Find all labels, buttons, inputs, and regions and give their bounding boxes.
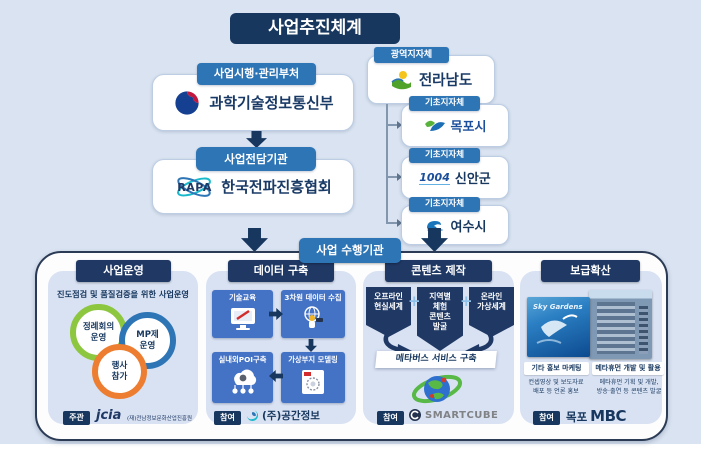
metahuman-label: 메타휴먼 개발 및 활용 [592, 362, 664, 375]
local-name-mokpo: 목포시 [450, 120, 487, 135]
promo-marketing-label: 기타 홍보 마케팅 [524, 362, 589, 375]
regional-name: 전라남도 [418, 73, 473, 89]
operation-subtitle: 진도점검 및 품질검증을 위한 사업운영 [57, 289, 189, 299]
tile-label: 3차원 데이터 수집 [284, 293, 342, 302]
column-content-header: 콘텐츠 제작 [385, 260, 492, 282]
document-map-icon [281, 368, 345, 396]
monitor-pencil-icon [212, 306, 273, 332]
regional-box: 전라남도 [367, 55, 495, 104]
mbc-org-prefix: 목포 [566, 410, 588, 424]
tile-label: 기술교육 [229, 293, 256, 302]
ministry-name: 과학기술정보통신부 [209, 94, 334, 112]
connector-line [386, 104, 388, 224]
sky-gardens-photo: Sky Gardens [527, 297, 590, 357]
smartcube-org-name: SMARTCUBE [425, 409, 499, 421]
jcia-logo: jcia [96, 408, 122, 423]
participate-badge: 참여 [214, 411, 241, 425]
column-operation-header: 사업운영 [76, 260, 171, 282]
tile-label: 가상부지 모델링 [288, 355, 338, 364]
local-label-yeosu: 기초지자체 [409, 197, 480, 212]
jcia-org-name: (재)전남정보문화산업진흥원 [127, 416, 193, 422]
tile-virtual-site-modeling: 가상부지 모델링 [281, 352, 345, 403]
connector-arrow-icon [386, 219, 402, 227]
building-side [639, 306, 648, 354]
cloud-network-icon [212, 368, 273, 396]
diver-bird-icon [536, 314, 578, 344]
agency-name: 한국전파진흥협회 [221, 178, 332, 196]
down-arrow-icon [241, 228, 268, 252]
tile-3d-data-collection: 3차원 데이터 수집 [281, 290, 345, 338]
column-data-header: 데이터 구축 [228, 260, 334, 282]
regional-label: 광역지자체 [374, 47, 449, 63]
jeonnam-emblem-icon [391, 70, 411, 89]
rapa-logo-text: RAPA [177, 180, 212, 194]
performer-label: 사업 수행기관 [299, 238, 401, 263]
tile-tech-education: 기술교육 [212, 290, 273, 338]
tile-poi-construction: 실내외POI구축 [212, 352, 273, 403]
metaverse-service-band: 메타버스 서비스 구축 [375, 351, 497, 368]
plus-icon: + [460, 292, 473, 310]
building-windows [597, 302, 635, 354]
globe-swoosh-icon [411, 374, 463, 404]
local-label-sinan: 기초지자체 [409, 148, 480, 163]
connector-arrow-icon [386, 121, 402, 129]
circle-event-join: 행사 참가 [92, 344, 147, 399]
sinan-1004-emblem: 1004 [419, 170, 450, 185]
mokpo-mbc-org: 목포 MBC [566, 407, 627, 425]
plus-icon: + [408, 292, 421, 310]
column-spread-header: 보급확산 [541, 260, 640, 282]
banner-local-content: 지역별 체험 콘텐츠 발굴 [417, 287, 463, 351]
tile-label: 실내외POI구축 [218, 355, 267, 364]
swirl-mark-icon [247, 410, 258, 421]
banner-offline-world: 오프라인 현실세계 [366, 287, 411, 337]
mbc-logo-text: MBC [590, 407, 627, 425]
agency-label: 사업전담기관 [196, 147, 316, 171]
local-label-mokpo: 기초지자체 [409, 96, 480, 111]
connector-arrow-icon [386, 173, 402, 181]
photo-caption: Sky Gardens [533, 303, 583, 311]
taegeuk-symbol-icon [175, 90, 200, 115]
host-badge: 주관 [63, 411, 90, 425]
rapa-atom-icon: RAPA [174, 173, 214, 201]
building-photo [589, 290, 652, 359]
local-box-sinan: 1004 신안군 [401, 156, 509, 199]
ministry-label: 사업시행·관리부처 [197, 63, 316, 85]
mokpo-emblem-icon [424, 120, 445, 131]
local-name-yeosu: 여수시 [450, 219, 487, 235]
smartcube-mark-icon [409, 409, 421, 421]
down-arrow-icon [246, 131, 267, 148]
gongkan-org-name: (주)공간정보 [262, 410, 320, 422]
participate-badge: 참여 [377, 411, 404, 425]
local-name-sinan: 신안군 [454, 172, 491, 187]
smartcube-org: SMARTCUBE [409, 409, 498, 421]
gongkan-org: (주)공간정보 [246, 408, 320, 423]
metahuman-desc: 메타휴먼 기획 및 개발, 방송·출연 등 콘텐츠 발굴 [596, 379, 662, 395]
surveyor-camera-icon [281, 306, 345, 332]
participate-badge: 참여 [533, 411, 560, 425]
banner-online-world: 온라인 가상세계 [469, 287, 514, 337]
promo-marketing-desc: 컨셉영상 및 보도자료 배포 등 언론 홍보 [528, 379, 584, 395]
page-title: 사업추진체계 [230, 13, 400, 44]
